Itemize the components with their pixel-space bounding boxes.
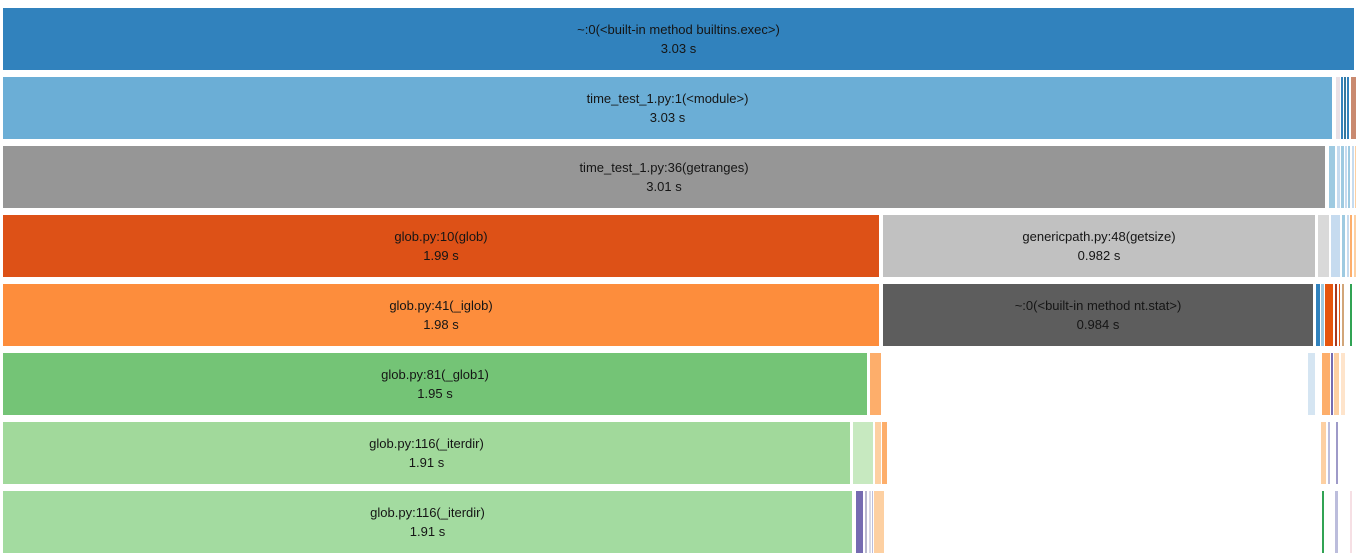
flame-frame-sliver[interactable] <box>1354 146 1356 208</box>
frame-time: 3.01 s <box>646 179 682 194</box>
frame-time: 3.03 s <box>660 41 697 56</box>
frame-time: 1.98 s <box>423 317 459 332</box>
flame-row-depth-3: glob.py:10(glob) 1.99 s genericpath.py:48(… <box>0 215 1359 277</box>
flame-frame-sliver[interactable] <box>853 422 873 484</box>
flame-row-depth-5: glob.py:81(_glob1) 1.95 s <box>0 353 1359 415</box>
flame-frame-sliver[interactable] <box>1316 284 1320 346</box>
flame-row-depth-2: time_test_1.py:36(getranges) 3.01 s <box>0 146 1359 208</box>
flame-frame-sliver[interactable] <box>1338 284 1340 346</box>
frame-label: glob.py:10(glob) <box>394 229 488 244</box>
flame-frame-sliver[interactable] <box>1334 353 1339 415</box>
flame-frame-sliver[interactable] <box>1350 491 1352 553</box>
flame-frame[interactable]: glob.py:116(_iterdir) 1.91 s <box>3 491 852 553</box>
flame-row-depth-7: glob.py:116(_iterdir) 1.91 s <box>0 491 1359 553</box>
flame-frame[interactable]: glob.py:10(glob) 1.99 s <box>3 215 879 277</box>
flame-frame-sliver[interactable] <box>870 353 881 415</box>
flame-frame-sliver[interactable] <box>875 422 881 484</box>
flame-frame[interactable]: time_test_1.py:1(<module>) 3.03 s <box>3 77 1332 139</box>
flame-frame-sliver[interactable] <box>881 422 887 484</box>
flame-frame-sliver[interactable] <box>874 491 884 553</box>
frame-label: glob.py:81(_glob1) <box>381 367 489 382</box>
frame-label: genericpath.py:48(getsize) <box>1022 229 1176 244</box>
flame-frame-sliver[interactable] <box>1321 284 1324 346</box>
flame-frame-sliver[interactable] <box>1322 491 1324 553</box>
frame-label: time_test_1.py:1(<module>) <box>586 91 749 106</box>
flame-frame-sliver[interactable] <box>1346 215 1349 277</box>
frame-label: glob.py:41(_iglob) <box>389 298 493 313</box>
flame-row-depth-4: glob.py:41(_iglob) 1.98 s ~:0(<built-in me… <box>0 284 1359 346</box>
frame-time: 0.982 s <box>1077 248 1121 263</box>
flame-frame-sliver[interactable] <box>1308 353 1315 415</box>
flame-frame-sliver[interactable] <box>1325 284 1333 346</box>
frame-label: time_test_1.py:36(getranges) <box>579 160 749 175</box>
flame-row-depth-6: glob.py:116(_iterdir) 1.91 s <box>0 422 1359 484</box>
flame-frame-sliver[interactable] <box>871 491 873 553</box>
flame-frame[interactable]: ~:0(<built-in method nt.stat>) 0.984 s <box>883 284 1313 346</box>
flame-frame-sliver[interactable] <box>1336 77 1340 139</box>
flame-frame-sliver[interactable] <box>1343 77 1346 139</box>
flame-frame-sliver[interactable] <box>1345 146 1347 208</box>
frame-time: 1.99 s <box>423 248 459 263</box>
flame-frame-sliver[interactable] <box>1351 146 1354 208</box>
frame-time: 1.95 s <box>417 386 453 401</box>
flame-frame[interactable]: ~:0(<built-in method builtins.exec>) 3.03… <box>3 8 1354 70</box>
flame-frame-sliver[interactable] <box>856 491 863 553</box>
flame-frame-sliver[interactable] <box>1340 77 1343 139</box>
flame-frame-sliver[interactable] <box>1331 353 1333 415</box>
flame-frame-sliver[interactable] <box>1318 215 1329 277</box>
flame-frame-sliver[interactable] <box>1336 146 1340 208</box>
frame-label: glob.py:116(_iterdir) <box>370 505 485 520</box>
flame-frame-sliver[interactable] <box>1335 491 1338 553</box>
flame-row-depth-0: ~:0(<built-in method builtins.exec>) 3.03… <box>0 8 1359 70</box>
flame-frame-sliver[interactable] <box>1321 422 1326 484</box>
flame-frame-sliver[interactable] <box>1336 422 1338 484</box>
frame-label: ~:0(<built-in method nt.stat>) <box>1014 298 1182 313</box>
flame-frame[interactable]: genericpath.py:48(getsize) 0.982 s <box>883 215 1315 277</box>
flame-frame-sliver[interactable] <box>868 491 871 553</box>
flame-frame-sliver[interactable] <box>1350 284 1352 346</box>
frame-time: 0.984 s <box>1076 317 1120 332</box>
flame-frame-sliver[interactable] <box>1342 215 1345 277</box>
frame-time: 1.91 s <box>409 524 446 539</box>
frame-label: ~:0(<built-in method builtins.exec>) <box>577 22 780 37</box>
flame-frame-sliver[interactable] <box>1342 284 1344 346</box>
flame-frame-sliver[interactable] <box>865 491 867 553</box>
frame-label: glob.py:116(_iterdir) <box>369 436 484 451</box>
flame-frame[interactable]: glob.py:81(_glob1) 1.95 s <box>3 353 867 415</box>
flame-frame-sliver[interactable] <box>1322 353 1330 415</box>
flame-frame-sliver[interactable] <box>1335 284 1337 346</box>
flame-frame-sliver[interactable] <box>1350 77 1356 139</box>
flame-frame-sliver[interactable] <box>1329 146 1335 208</box>
flame-frame[interactable]: glob.py:41(_iglob) 1.98 s <box>3 284 879 346</box>
flame-frame[interactable]: time_test_1.py:36(getranges) 3.01 s <box>3 146 1325 208</box>
flame-frame-sliver[interactable] <box>1327 422 1330 484</box>
flame-frame-sliver[interactable] <box>1348 146 1350 208</box>
flame-frame-sliver[interactable] <box>1347 77 1349 139</box>
frame-time: 1.91 s <box>408 455 445 470</box>
flame-row-depth-1: time_test_1.py:1(<module>) 3.03 s <box>0 77 1359 139</box>
flame-frame-sliver[interactable] <box>1353 215 1356 277</box>
flame-frame[interactable]: glob.py:116(_iterdir) 1.91 s <box>3 422 850 484</box>
flame-frame-sliver[interactable] <box>1350 215 1352 277</box>
flame-frame-sliver[interactable] <box>1331 215 1340 277</box>
flame-frame-sliver[interactable] <box>1341 353 1345 415</box>
frame-time: 3.03 s <box>649 110 686 125</box>
flame-frame-sliver[interactable] <box>1341 146 1344 208</box>
